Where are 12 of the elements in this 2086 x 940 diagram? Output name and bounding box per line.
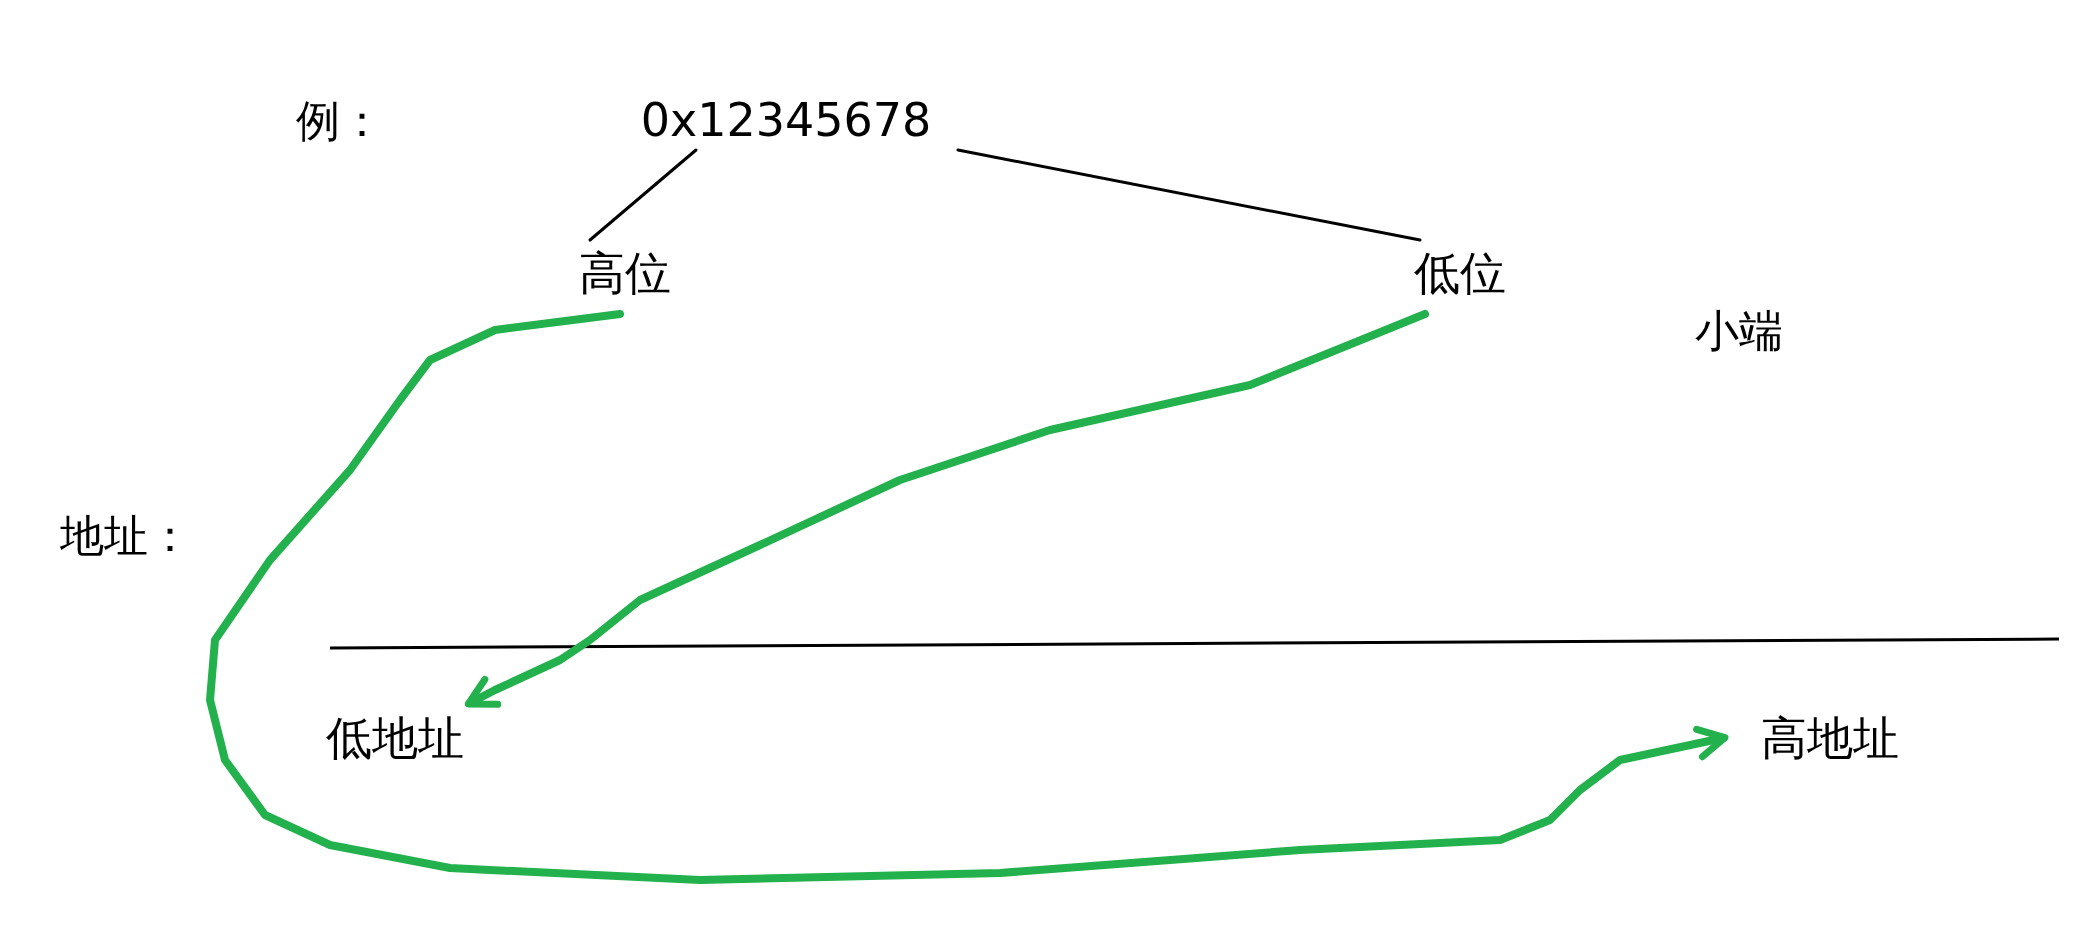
- label-text: 例：: [296, 99, 384, 143]
- node-text: 低位: [1414, 250, 1506, 296]
- node-text: 0x12345678: [640, 97, 932, 143]
- label-text: 小端: [1695, 309, 1783, 353]
- node-text: 高地址: [1761, 715, 1899, 761]
- arrow: [206, 310, 1729, 884]
- connector-line: [956, 148, 1422, 242]
- node-text: 高位: [579, 250, 671, 296]
- label-text: 地址：: [60, 514, 192, 558]
- node-text: 低地址: [326, 715, 464, 761]
- arrow: [464, 310, 1429, 708]
- connector-line: [588, 148, 698, 242]
